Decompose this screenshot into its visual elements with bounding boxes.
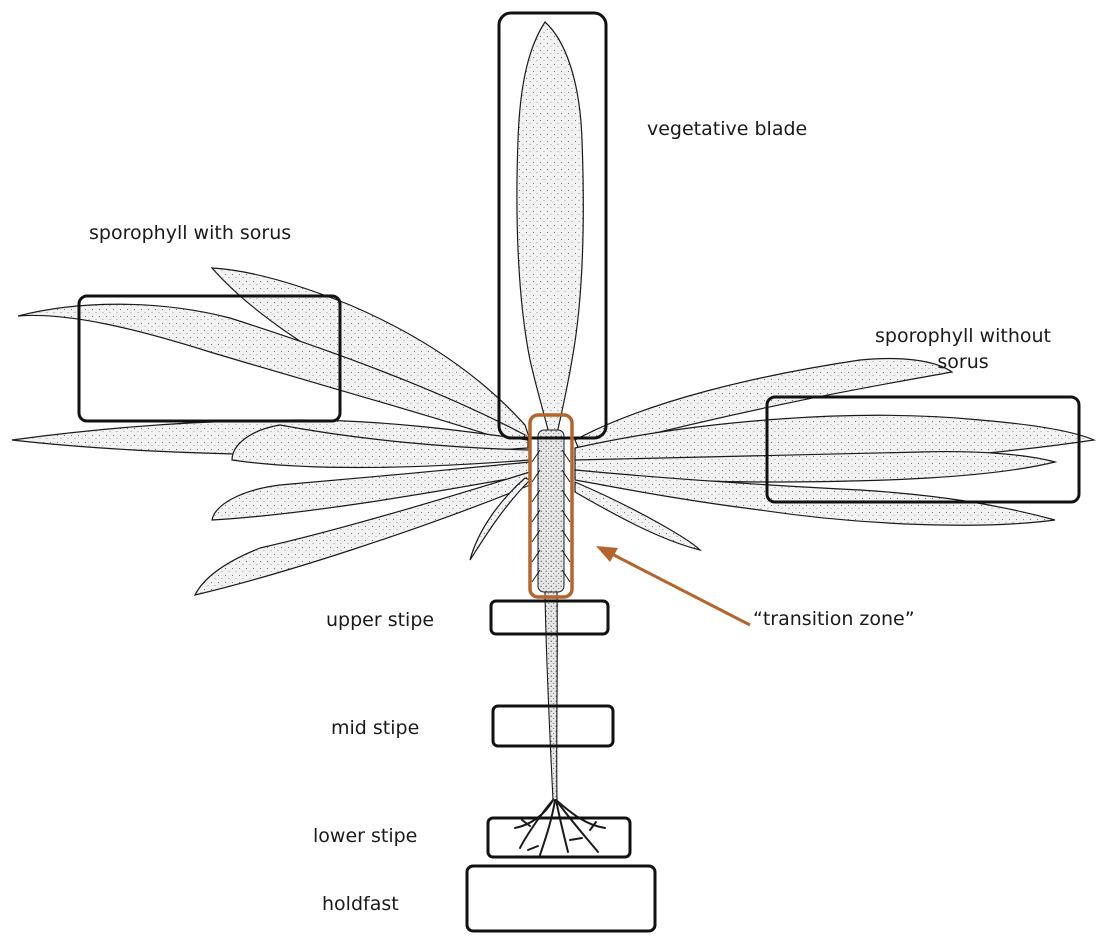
sporophyll-without-sorus-line-2: sorus bbox=[858, 351, 1068, 373]
holdfast-label: holdfast bbox=[322, 893, 399, 915]
right-sporophylls bbox=[575, 359, 1094, 551]
transition-zone-label: “transition zone” bbox=[753, 608, 915, 630]
holdfast-box bbox=[467, 866, 655, 931]
transition-stem bbox=[532, 430, 570, 592]
vegetative-blade-shape bbox=[517, 22, 583, 438]
transition-zone-arrow-line bbox=[608, 552, 750, 625]
sporophyll-without-sorus-line-1: sporophyll without bbox=[858, 325, 1068, 347]
holdfast-roots bbox=[515, 800, 605, 855]
sporophyll-without-sorus-label: sporophyll without sorus bbox=[858, 325, 1068, 373]
lower-stipe-box bbox=[488, 818, 630, 857]
sporophyll-with-sorus-label: sporophyll with sorus bbox=[89, 222, 291, 244]
mid-stipe-label: mid stipe bbox=[331, 717, 419, 739]
stipe bbox=[545, 592, 557, 800]
upper-stipe-label: upper stipe bbox=[326, 609, 434, 631]
lower-stipe-label: lower stipe bbox=[313, 825, 417, 847]
vegetative-blade-label: vegetative blade bbox=[647, 118, 807, 140]
left-sporophylls bbox=[12, 268, 530, 595]
